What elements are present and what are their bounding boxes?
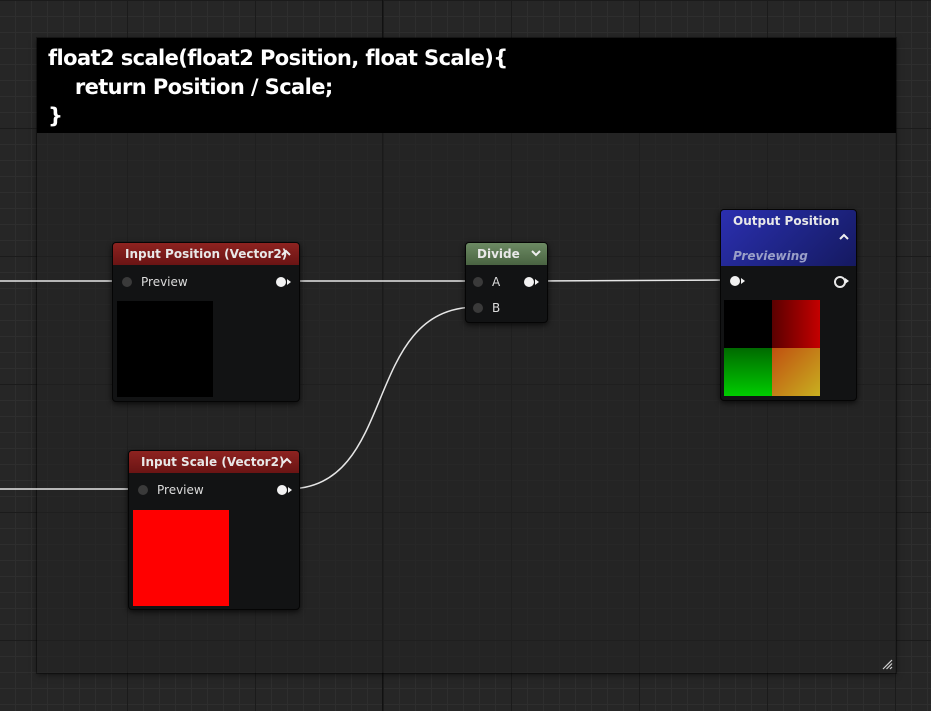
pin-arrow-icon — [845, 278, 849, 284]
node-header[interactable]: Output Position Previewing — [721, 210, 856, 266]
node-header[interactable]: Input Scale (Vector2) — [129, 451, 299, 473]
node-input-position[interactable]: Input Position (Vector2) Preview — [112, 242, 300, 402]
pin-label-a: A — [492, 275, 501, 289]
input-pin-icon[interactable] — [730, 276, 740, 286]
output-pin-icon[interactable] — [524, 277, 534, 287]
preview-quadrant — [724, 348, 772, 396]
node-subtitle: Previewing — [733, 249, 808, 263]
preview-swatch — [117, 301, 213, 397]
pin-icon[interactable] — [122, 277, 132, 287]
pin-arrow-icon — [741, 278, 745, 284]
comment-code-line-3: } — [48, 104, 63, 128]
node-header[interactable]: Input Position (Vector2) — [113, 243, 299, 265]
output-pin-icon[interactable] — [277, 485, 287, 495]
pin-icon[interactable] — [473, 303, 483, 313]
wire-scale-to-divide-b — [286, 306, 478, 490]
comment-code-line-2: return Position / Scale; — [48, 75, 333, 99]
pin-arrow-icon — [535, 279, 539, 285]
wire-divide-to-output — [533, 279, 736, 282]
comment-code-line-1: float2 scale(float2 Position, float Scal… — [48, 46, 508, 70]
pin-label: Preview — [141, 275, 188, 289]
preview-quadrant — [724, 300, 772, 348]
preview-quadrant — [772, 348, 820, 396]
node-title: Divide — [477, 247, 520, 261]
node-output-position[interactable]: Output Position Previewing — [720, 209, 857, 401]
node-title: Input Scale (Vector2) — [141, 455, 285, 469]
comment-header[interactable]: float2 scale(float2 Position, float Scal… — [37, 38, 896, 133]
chevron-up-icon[interactable] — [837, 230, 851, 244]
chevron-up-icon[interactable] — [280, 454, 294, 468]
pin-label: Preview — [157, 483, 204, 497]
pin-arrow-icon — [288, 487, 292, 493]
pin-label-b: B — [492, 301, 501, 315]
node-divide[interactable]: Divide A B — [465, 242, 548, 323]
preview-swatch — [133, 510, 229, 606]
chevron-up-icon[interactable] — [279, 246, 293, 260]
node-title: Output Position — [733, 214, 840, 228]
node-input-scale[interactable]: Input Scale (Vector2) Preview — [128, 450, 300, 610]
node-header[interactable]: Divide — [466, 243, 547, 265]
resize-grip-icon[interactable] — [881, 658, 893, 670]
pin-arrow-icon — [287, 279, 291, 285]
pin-icon[interactable] — [473, 277, 483, 287]
pin-icon[interactable] — [138, 485, 148, 495]
preview-quadrant — [772, 300, 820, 348]
chevron-down-icon[interactable] — [529, 246, 543, 260]
output-pin-icon[interactable] — [276, 277, 286, 287]
node-title: Input Position (Vector2) — [125, 247, 288, 261]
preview-swatch — [724, 300, 820, 396]
